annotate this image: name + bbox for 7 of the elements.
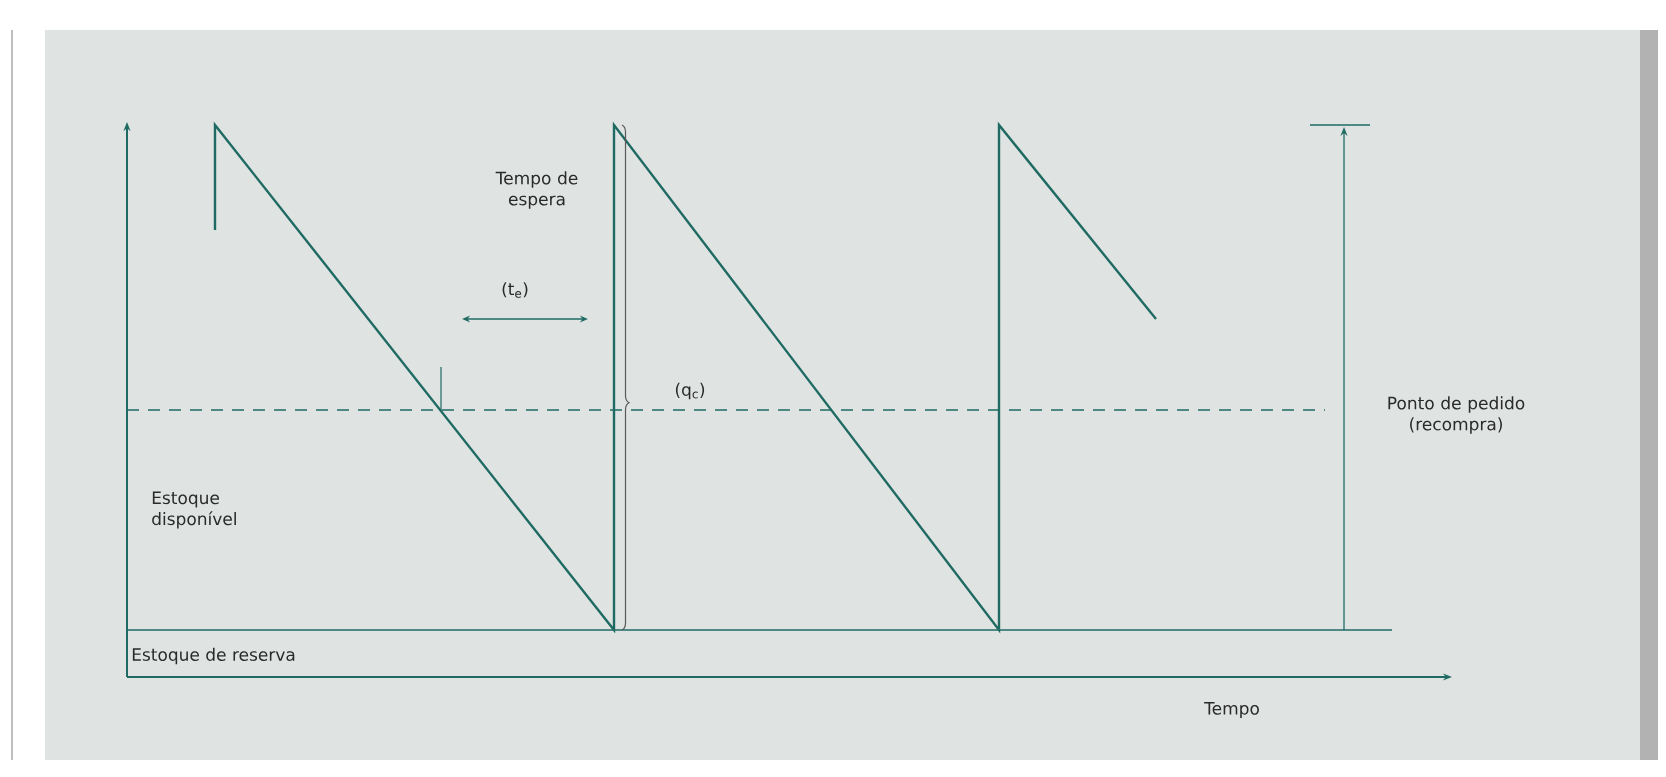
axis-label: Tempo xyxy=(1204,702,1259,718)
axis-label: Tempo de espera xyxy=(495,171,578,209)
dimension-label: (q$_{c}$) xyxy=(675,382,705,400)
dimension-label: (t$_{e}$) xyxy=(502,282,528,298)
axis-label: Estoque disponível xyxy=(152,491,236,529)
axis-label: Ponto de pedido (recompra) xyxy=(1388,396,1525,434)
axis-label: Estoque de reserva xyxy=(132,647,295,665)
